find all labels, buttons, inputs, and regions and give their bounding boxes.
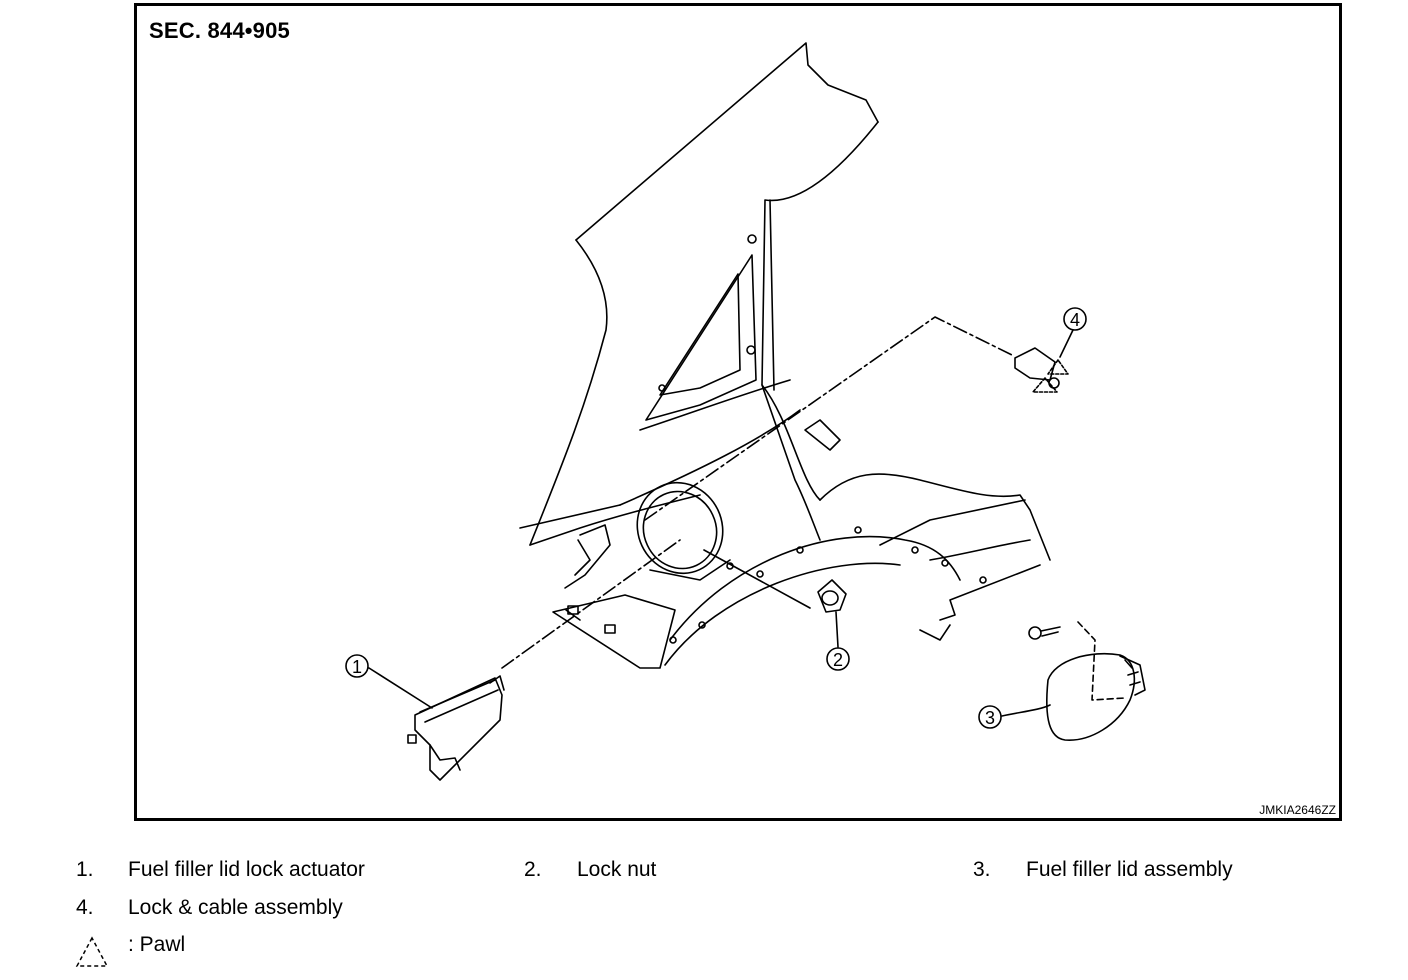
legend-text-2: Lock nut (577, 858, 657, 881)
svg-text:2: 2 (833, 650, 843, 670)
legend-item-3: 3. (973, 858, 991, 882)
legend-text-3: Fuel filler lid assembly (1026, 858, 1233, 881)
callout-3: 3 (978, 705, 1002, 729)
svg-text:4: 4 (1070, 310, 1080, 330)
quarter-panel (519, 42, 1051, 669)
dashed-triangle-icon (75, 936, 109, 967)
legend-number: 3. (973, 858, 991, 881)
pawl-label: : Pawl (128, 933, 186, 956)
legend-number: 2. (524, 858, 542, 881)
legend-item-1: 1. (76, 858, 94, 882)
diagram-frame (134, 3, 1342, 821)
lock-cable-part (1014, 347, 1069, 393)
fuel-filler-lid-part (1028, 626, 1146, 741)
svg-text:1: 1 (352, 657, 362, 677)
assembly-lines (501, 316, 1013, 669)
legend-item-4: 4. (76, 896, 94, 920)
legend-number: 4. (76, 896, 94, 919)
svg-text:3: 3 (985, 708, 995, 728)
section-label: SEC. 844•905 (149, 18, 290, 43)
lock-nut-part (817, 579, 847, 613)
figure-code: JMKIA2646ZZ (1259, 803, 1336, 817)
legend-text-4: Lock & cable assembly (128, 896, 343, 919)
legend-item-2: 2. (524, 858, 542, 882)
legend-number: 1. (76, 858, 94, 881)
callout-2: 2 (826, 647, 850, 671)
leader-lines (368, 329, 1126, 717)
callout-1: 1 (345, 654, 369, 678)
callout-4: 4 (1063, 307, 1087, 331)
lock-actuator-part (407, 675, 505, 781)
legend-text-1: Fuel filler lid lock actuator (128, 858, 365, 881)
